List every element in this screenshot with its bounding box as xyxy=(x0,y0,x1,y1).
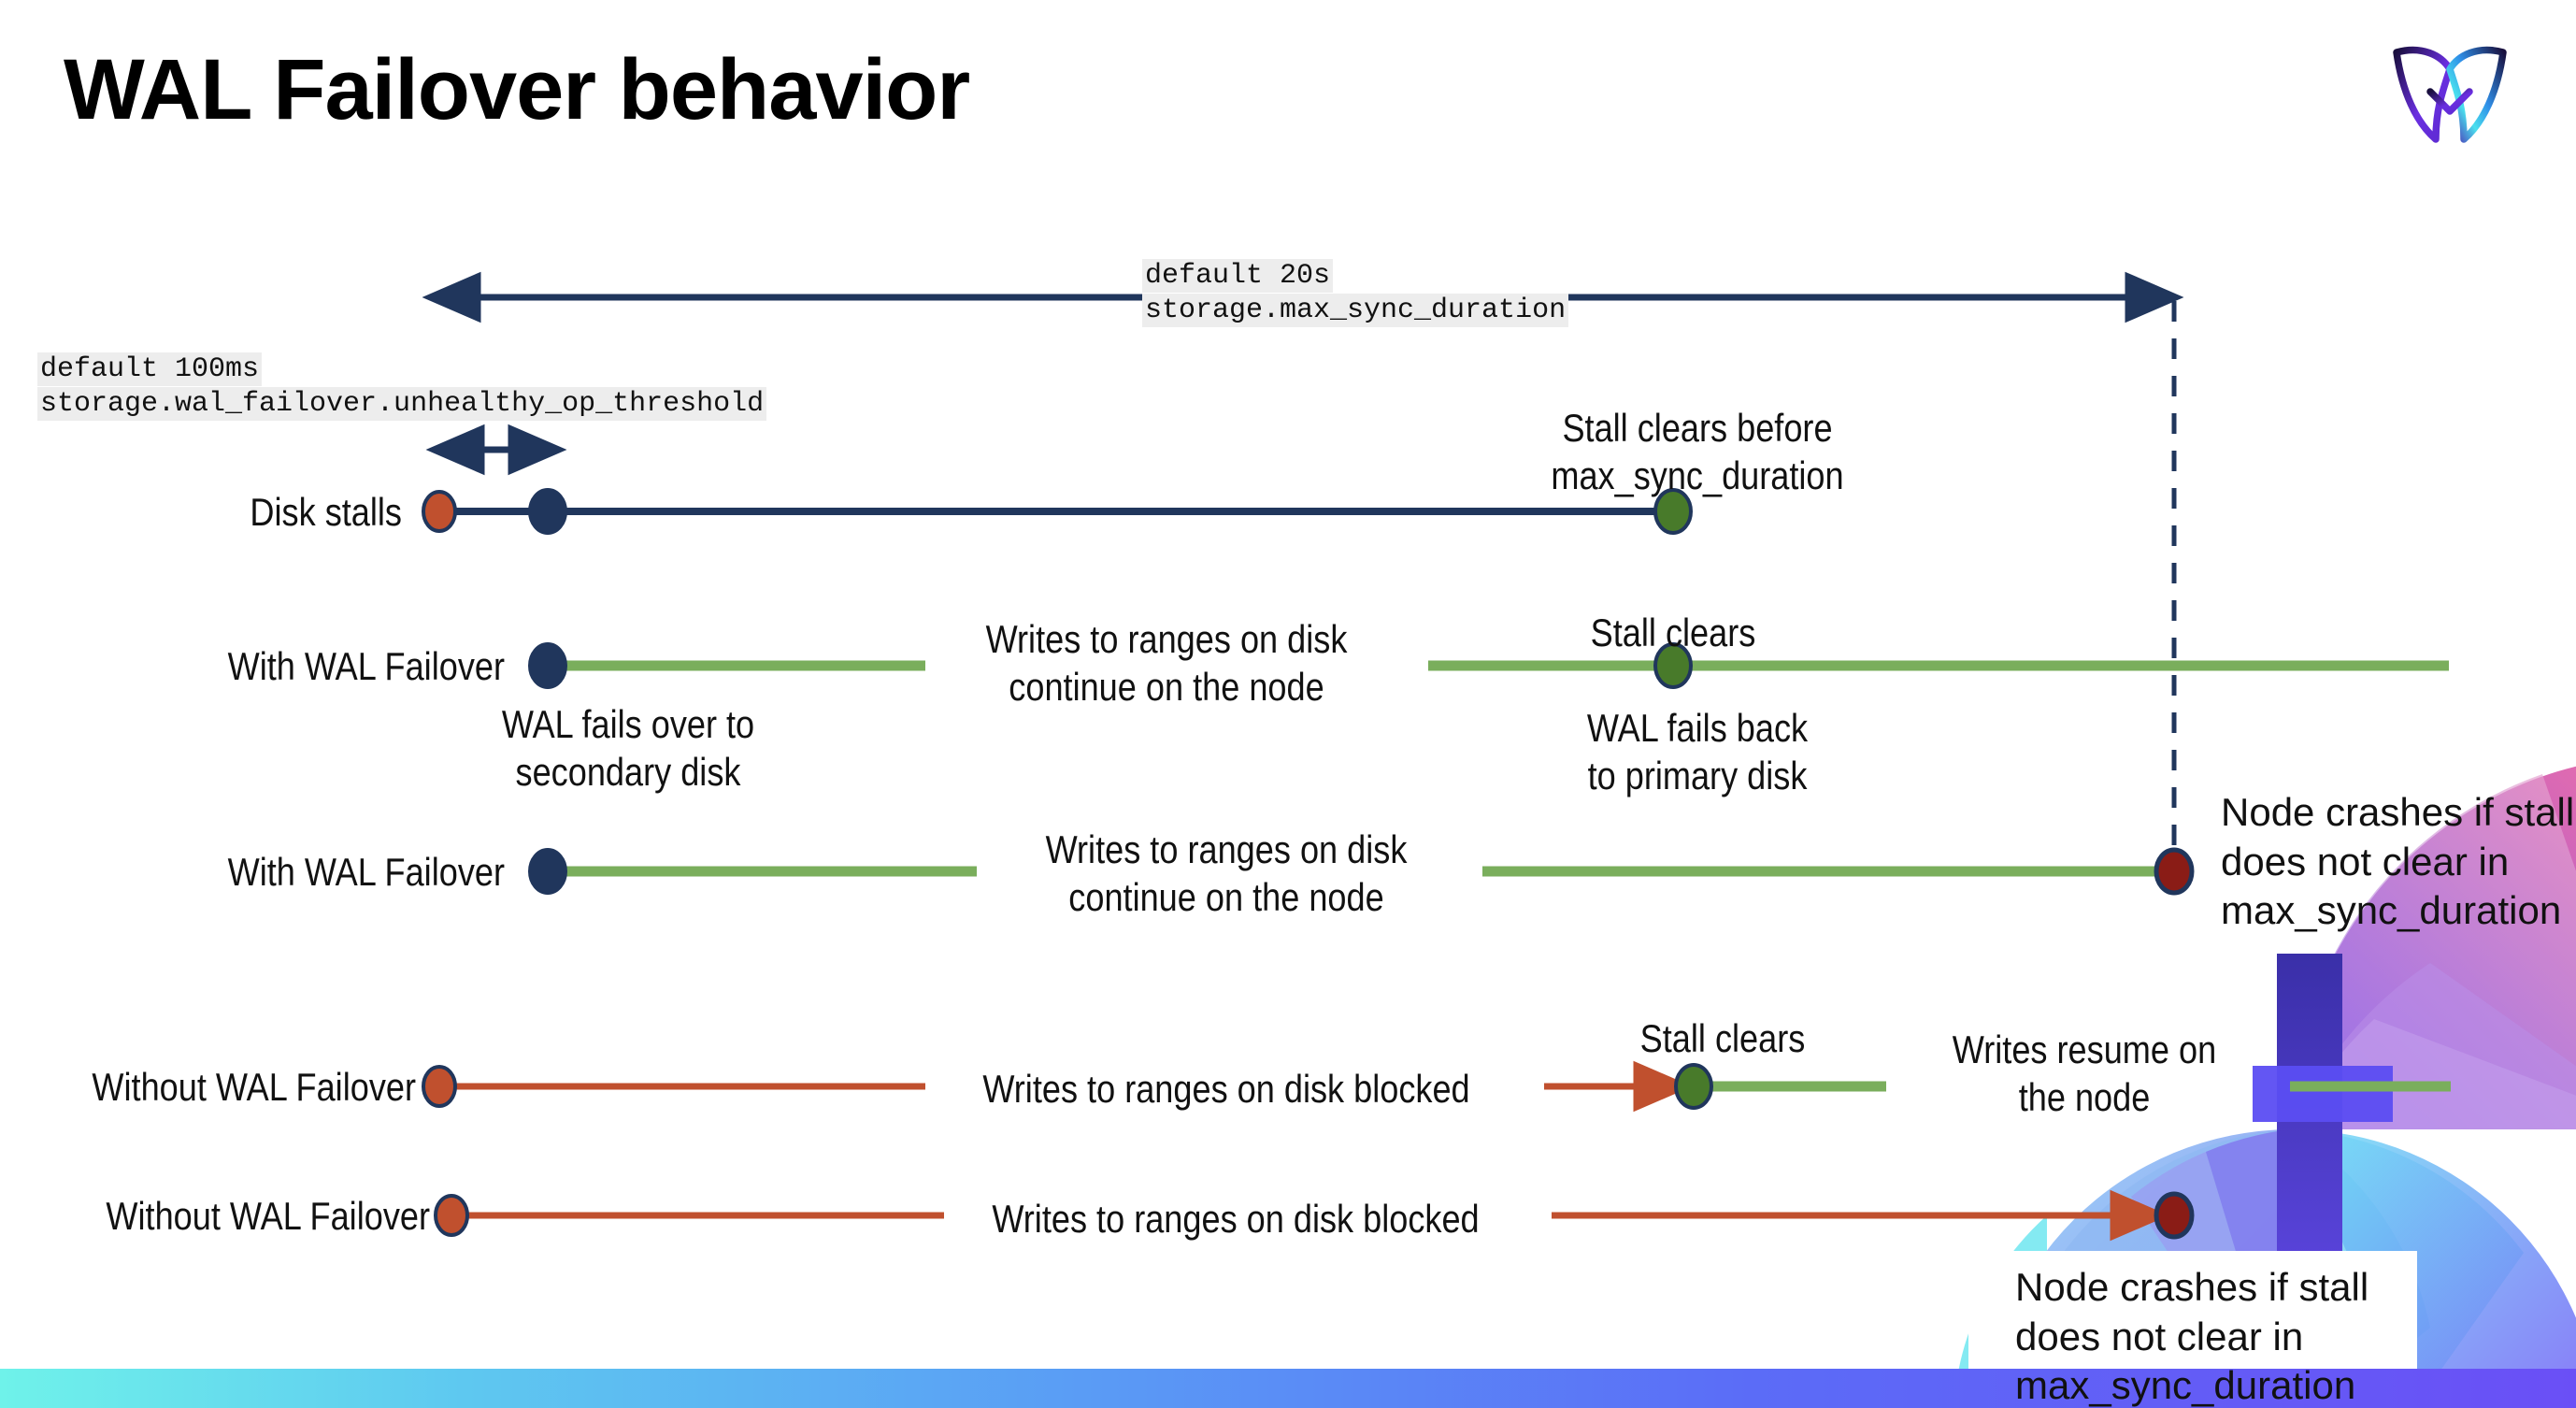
note-writes-continue-2: Writes to ranges on disk continue on the… xyxy=(1009,826,1443,921)
annotation-max-sync-duration: default 20s storage.max_sync_duration xyxy=(1142,259,1569,327)
callout-line2: does not clear in xyxy=(2015,1314,2304,1358)
note-line1: WAL fails back xyxy=(1586,706,1809,750)
callout-line2: does not clear in xyxy=(2221,839,2510,884)
annotation-unhealthy-op-line1: default 100ms xyxy=(37,352,263,386)
note-line1: Stall clears xyxy=(1639,1016,1806,1060)
note-line2: the node xyxy=(2018,1075,2151,1120)
note-line1: Writes to ranges on disk xyxy=(985,617,1348,661)
note-wal-fails-over-secondary: WAL fails over to secondary disk xyxy=(419,700,837,796)
row-label-without-wal-failover-2: Without WAL Failover xyxy=(106,1194,431,1238)
row-without-wal-failover-1-timeline xyxy=(422,1060,2451,1113)
note-writes-continue-1: Writes to ranges on disk continue on the… xyxy=(957,615,1375,711)
annotation-max-sync-line2: storage.max_sync_duration xyxy=(1142,293,1569,327)
callout-line1: Node crashes if stall xyxy=(2015,1265,2369,1309)
note-line2: secondary disk xyxy=(515,750,741,795)
note-line1: WAL fails over to xyxy=(501,702,755,746)
note-line1: Stall clears xyxy=(1590,611,1756,654)
note-stall-clears-row4: Stall clears xyxy=(1553,1014,1891,1062)
callout-line3: max_sync_duration xyxy=(2221,888,2562,932)
note-line2: to primary disk xyxy=(1587,754,1808,798)
note-line2: continue on the node xyxy=(1009,665,1324,710)
note-stall-clears-row2: Stall clears xyxy=(1504,609,1841,656)
row-disk-stalls-timeline xyxy=(422,488,1693,535)
row-without-wal-failover-2-timeline xyxy=(434,1189,2195,1242)
note-line1: Writes to ranges on disk blocked xyxy=(982,1067,1470,1111)
note-line1: Stall clears before xyxy=(1562,406,1833,450)
row-label-disk-stalls: Disk stalls xyxy=(250,490,402,534)
bottom-gradient-bar xyxy=(0,1369,2576,1408)
note-writes-resume: Writes resume on the node xyxy=(1892,1026,2278,1121)
note-line1: Writes to ranges on disk blocked xyxy=(992,1197,1480,1241)
annotation-max-sync-line1: default 20s xyxy=(1142,259,1334,293)
row-label-with-wal-failover-1: With WAL Failover xyxy=(227,644,506,688)
annotation-unhealthy-op-threshold: default 100ms storage.wal_failover.unhea… xyxy=(37,352,767,421)
note-line2: continue on the node xyxy=(1068,875,1384,920)
callout-node-crashes-row3: Node crashes if stall does not clear in … xyxy=(2221,788,2574,936)
row-label-with-wal-failover-2: With WAL Failover xyxy=(227,850,506,894)
note-stall-clears-before-max-sync: Stall clears before max_sync_duration xyxy=(1537,404,1858,499)
note-line2: max_sync_duration xyxy=(1551,453,1844,498)
callout-line3: max_sync_duration xyxy=(2015,1363,2356,1407)
note-wal-fails-back-primary: WAL fails back to primary disk xyxy=(1512,704,1882,799)
cockroachdb-logo-icon xyxy=(2393,46,2507,149)
callout-node-crashes-row5: Node crashes if stall does not clear in … xyxy=(2015,1263,2368,1408)
note-line1: Writes resume on xyxy=(1952,1027,2217,1071)
note-writes-blocked-1: Writes to ranges on disk blocked xyxy=(937,1065,1515,1113)
note-line1: Writes to ranges on disk xyxy=(1045,827,1408,871)
row-label-without-wal-failover-1: Without WAL Failover xyxy=(92,1065,416,1109)
note-writes-blocked-2: Writes to ranges on disk blocked xyxy=(938,1195,1533,1243)
row-with-wal-failover-1-timeline xyxy=(528,642,2449,689)
annotation-unhealthy-op-line2: storage.wal_failover.unhealthy_op_thresh… xyxy=(37,386,767,421)
row-with-wal-failover-2-timeline xyxy=(528,847,2195,896)
page-title: WAL Failover behavior xyxy=(64,42,970,137)
callout-line1: Node crashes if stall xyxy=(2221,790,2575,834)
